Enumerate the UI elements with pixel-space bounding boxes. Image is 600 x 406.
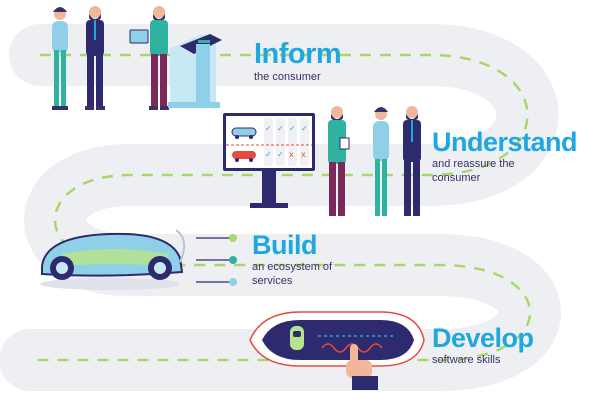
person-woman-right [373, 107, 389, 216]
car-top-view-icon [290, 326, 304, 350]
check-mark: ✓ [289, 124, 296, 133]
person-man-right [403, 106, 421, 216]
check-mark: ✓ [277, 150, 284, 159]
person-woman-left [52, 7, 68, 110]
connector-dot [229, 256, 237, 264]
person-man-suit [85, 6, 105, 110]
ecosystem-connectors [196, 234, 237, 286]
step-subtitle: the consumer [254, 71, 321, 83]
screen-check-marks: ✓ ✓ ✓ ✓ ✓ ✓ [265, 124, 308, 159]
dashboard-screen [249, 311, 425, 367]
step-title: Build [252, 230, 318, 260]
check-mark: ✓ [265, 124, 272, 133]
clipboard-icon [339, 137, 350, 150]
step-title: Inform [254, 38, 342, 70]
check-mark: ✓ [265, 150, 272, 159]
screen-cross-marks: x x [289, 150, 306, 159]
step-title: Develop [432, 323, 534, 353]
connector-dot [229, 278, 237, 286]
step-understand: Understand and reassure the consumer [432, 127, 578, 186]
cross-mark: x [301, 150, 306, 159]
person-man-laptop [129, 6, 169, 110]
futuristic-car [40, 229, 186, 290]
connector-dot [229, 234, 237, 242]
step-develop: Develop software skills [432, 325, 534, 368]
step-subtitle: software skills [432, 354, 501, 366]
pointing-hand-icon [346, 344, 378, 390]
comparison-monitor [223, 113, 315, 208]
check-mark: ✓ [277, 124, 284, 133]
car-thumbnail-icon [232, 151, 256, 162]
step-title: Understand [432, 127, 578, 157]
person-man-clipboard [328, 106, 350, 216]
cross-mark: x [289, 150, 294, 159]
step-subtitle: an ecosystem of services [252, 261, 333, 287]
car-thumbnail-icon [231, 127, 257, 139]
step-subtitle: and reassure the consumer [432, 158, 515, 184]
laptop-icon [129, 29, 149, 44]
info-kiosk [168, 34, 222, 108]
road-center-line [30, 53, 532, 362]
check-mark: ✓ [301, 124, 308, 133]
step-build: Build an ecosystem of services [252, 232, 352, 289]
step-inform: Inform the consumer [254, 38, 342, 85]
